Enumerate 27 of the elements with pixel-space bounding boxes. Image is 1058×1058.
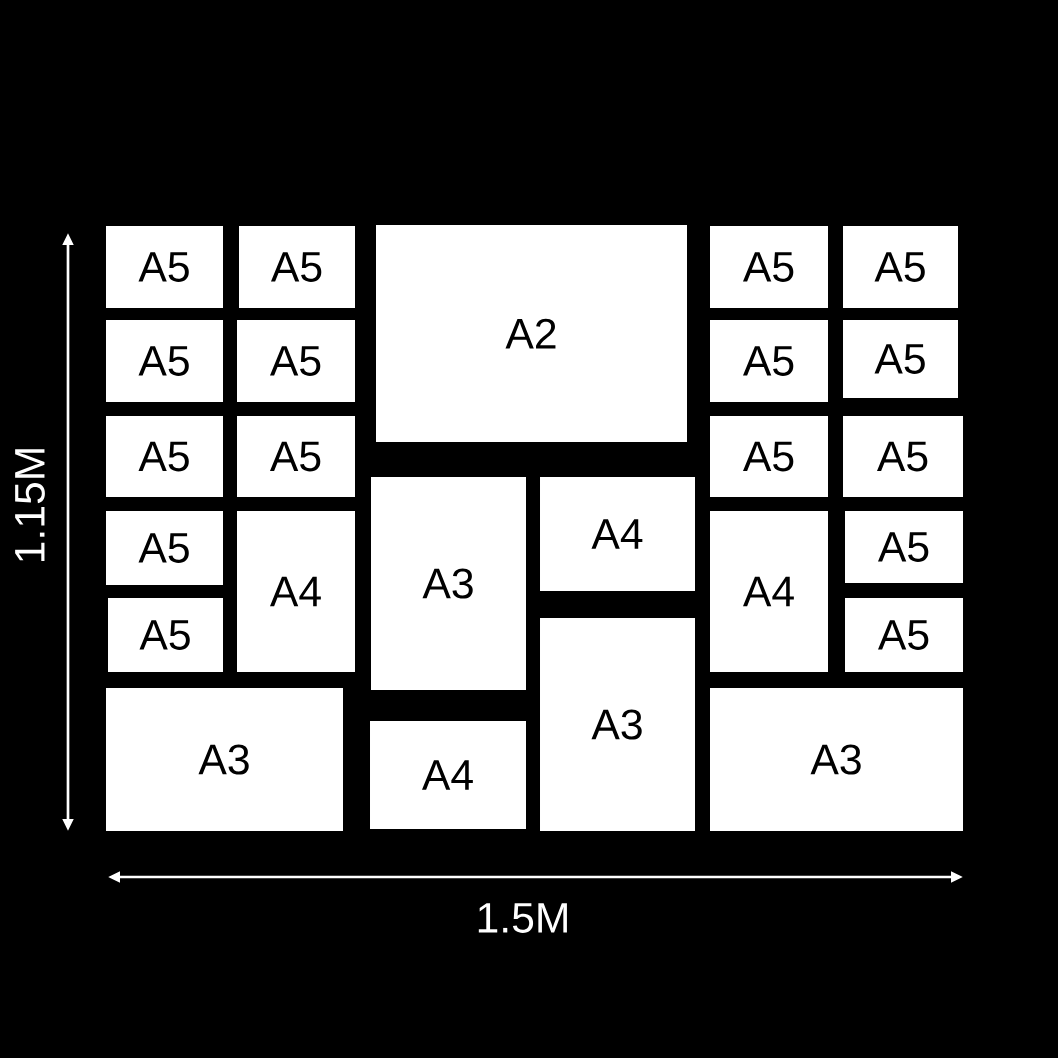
frame-box: A5 bbox=[845, 511, 963, 583]
frame-box: A2 bbox=[376, 225, 687, 442]
frame-box: A5 bbox=[106, 320, 223, 402]
frame-box: A5 bbox=[106, 416, 223, 497]
frame-box: A5 bbox=[843, 416, 963, 497]
frame-box: A5 bbox=[710, 320, 828, 402]
frame-box: A4 bbox=[540, 477, 695, 591]
frame-box: A4 bbox=[370, 721, 526, 829]
dimension-label: 1.15M bbox=[15, 449, 45, 562]
frame-box: A5 bbox=[710, 226, 828, 308]
frame-box: A3 bbox=[710, 688, 963, 831]
frame-box: A5 bbox=[845, 598, 963, 672]
frame-box: A3 bbox=[371, 477, 526, 690]
frame-box: A4 bbox=[237, 511, 355, 672]
frame-box: A5 bbox=[237, 320, 355, 402]
frame-box: A5 bbox=[108, 598, 223, 672]
frame-box: A5 bbox=[843, 320, 958, 398]
frame-box: A4 bbox=[710, 511, 828, 672]
dimension-label: 1.5M bbox=[478, 903, 567, 933]
frame-box: A5 bbox=[710, 416, 828, 497]
frame-box: A3 bbox=[106, 688, 343, 831]
frame-box: A5 bbox=[843, 226, 958, 308]
frame-box: A5 bbox=[106, 511, 223, 585]
frame-box: A5 bbox=[239, 226, 355, 308]
frame-box: A5 bbox=[106, 226, 223, 308]
frame-box: A3 bbox=[540, 618, 695, 831]
frame-box: A5 bbox=[237, 416, 355, 497]
